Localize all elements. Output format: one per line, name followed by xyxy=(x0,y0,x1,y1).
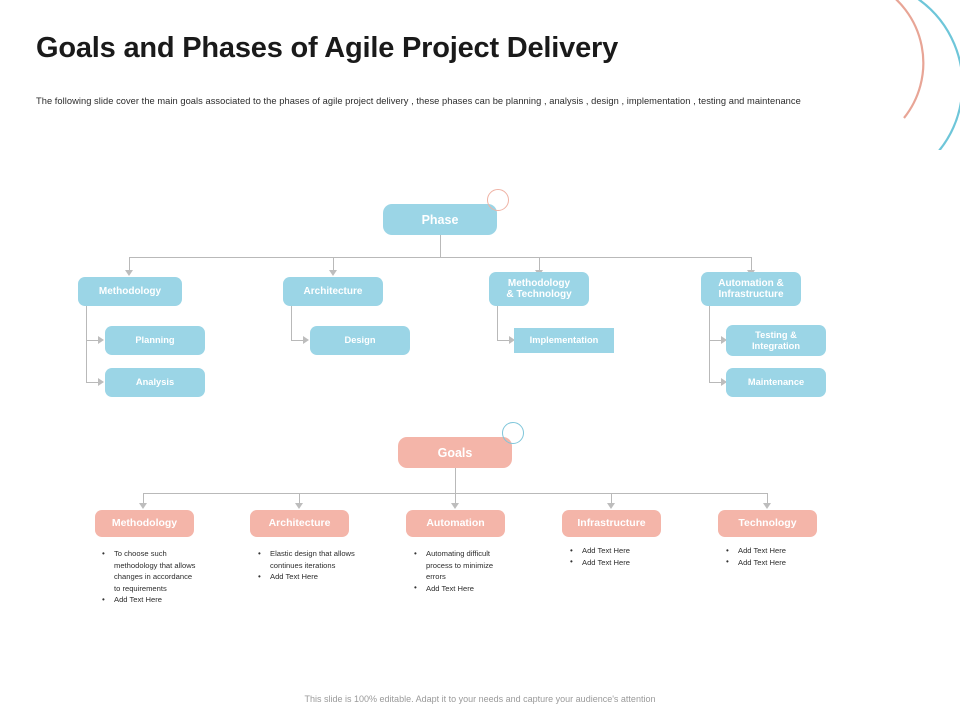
automation-to-maintenance xyxy=(709,382,721,383)
node-goals-root[interactable]: Goals xyxy=(398,437,512,468)
slide-footer-note: This slide is 100% editable. Adapt it to… xyxy=(304,694,656,704)
testing-arrow xyxy=(721,336,727,344)
goals-arrow-1 xyxy=(139,503,147,509)
phase-drop-2 xyxy=(333,257,334,271)
phase-arrow-2 xyxy=(329,270,337,276)
maintenance-arrow xyxy=(721,378,727,386)
node-goal-methodology[interactable]: Methodology xyxy=(95,510,194,537)
node-phase-analysis[interactable]: Analysis xyxy=(105,368,205,397)
goals-root-ring-icon xyxy=(502,422,524,444)
node-goal-infrastructure[interactable]: Infrastructure xyxy=(562,510,661,537)
node-phase-automation-infrastructure[interactable]: Automation & Infrastructure xyxy=(701,272,801,306)
goals-drop-5 xyxy=(767,493,768,504)
goal-bullets-infrastructure: Add Text Here Add Text Here xyxy=(568,545,668,568)
goals-arrow-3 xyxy=(451,503,459,509)
node-phase-methodology[interactable]: Methodology xyxy=(78,277,182,306)
page-title: Goals and Phases of Agile Project Delive… xyxy=(36,32,619,64)
architecture-spine xyxy=(291,306,292,340)
node-phase-methodology-technology[interactable]: Methodology & Technology xyxy=(489,272,589,306)
goals-arrow-2 xyxy=(295,503,303,509)
goal-bullets-automation: Automating difficult process to minimize… xyxy=(412,548,512,594)
phase-drop-1 xyxy=(129,257,130,271)
node-label-line2: & Technology xyxy=(506,289,572,300)
goals-drop-2 xyxy=(299,493,300,504)
node-goal-automation[interactable]: Automation xyxy=(406,510,505,537)
corner-arc-decoration xyxy=(830,0,960,153)
phase-bus-line xyxy=(129,257,751,258)
goal-bullets-methodology: To choose such methodology that allows c… xyxy=(100,547,200,606)
blue-arc xyxy=(917,0,960,153)
list-item: Add Text Here xyxy=(412,582,512,595)
methodology-to-analysis xyxy=(86,382,98,383)
node-phase-implementation[interactable]: Implementation xyxy=(514,328,614,353)
node-label-line1: Methodology xyxy=(507,277,571,289)
list-item: Automating difficult process to minimize… xyxy=(412,548,512,583)
goals-drop-1 xyxy=(143,493,144,504)
list-item: Add Text Here xyxy=(568,545,668,557)
list-item: To choose such methodology that allows c… xyxy=(100,547,200,594)
node-phase-root[interactable]: Phase xyxy=(383,204,497,235)
goal-bullets-technology: Add Text Here Add Text Here xyxy=(724,545,824,568)
automation-spine xyxy=(709,306,710,382)
phase-root-stem xyxy=(440,235,441,257)
goals-drop-4 xyxy=(611,493,612,504)
implementation-arrow xyxy=(509,336,515,344)
list-item: Add Text Here xyxy=(568,556,668,569)
automation-to-testing xyxy=(709,340,721,341)
list-item: Elastic design that allows continues ite… xyxy=(256,547,356,571)
phase-drop-3 xyxy=(539,257,540,271)
goals-root-stem xyxy=(455,468,456,493)
node-phase-maintenance[interactable]: Maintenance xyxy=(726,368,826,397)
node-phase-testing-integration[interactable]: Testing & Integration xyxy=(726,325,826,356)
methodology-to-planning xyxy=(86,340,98,341)
list-item: Add Text Here xyxy=(724,545,824,557)
node-phase-planning[interactable]: Planning xyxy=(105,326,205,355)
goals-drop-3 xyxy=(455,493,456,504)
node-label-line1: Testing & xyxy=(755,330,797,341)
decorative-arcs-svg xyxy=(895,0,960,153)
planning-arrow xyxy=(98,336,104,344)
node-label-line1: Automation & xyxy=(718,277,784,289)
methodology-spine xyxy=(86,306,87,382)
node-goal-technology[interactable]: Technology xyxy=(718,510,817,537)
methtech-to-implementation xyxy=(497,340,509,341)
list-item: Add Text Here xyxy=(100,594,200,606)
analysis-arrow xyxy=(98,378,104,386)
page-subtitle: The following slide cover the main goals… xyxy=(36,96,801,106)
list-item: Add Text Here xyxy=(724,556,824,569)
phase-root-ring-icon xyxy=(487,189,509,211)
node-label-line2: Integration xyxy=(751,340,801,351)
node-phase-design[interactable]: Design xyxy=(310,326,410,355)
phase-drop-4 xyxy=(751,257,752,271)
phase-arrow-1 xyxy=(125,270,133,276)
node-label-line2: Infrastructure xyxy=(718,289,784,300)
design-arrow xyxy=(303,336,309,344)
goals-arrow-5 xyxy=(763,503,771,509)
list-item: Add Text Here xyxy=(256,571,356,583)
node-goal-architecture[interactable]: Architecture xyxy=(250,510,349,537)
goals-arrow-4 xyxy=(607,503,615,509)
architecture-to-design xyxy=(291,340,303,341)
node-phase-architecture[interactable]: Architecture xyxy=(283,277,383,306)
goal-bullets-architecture: Elastic design that allows continues ite… xyxy=(256,547,356,583)
methtech-spine xyxy=(497,306,498,340)
